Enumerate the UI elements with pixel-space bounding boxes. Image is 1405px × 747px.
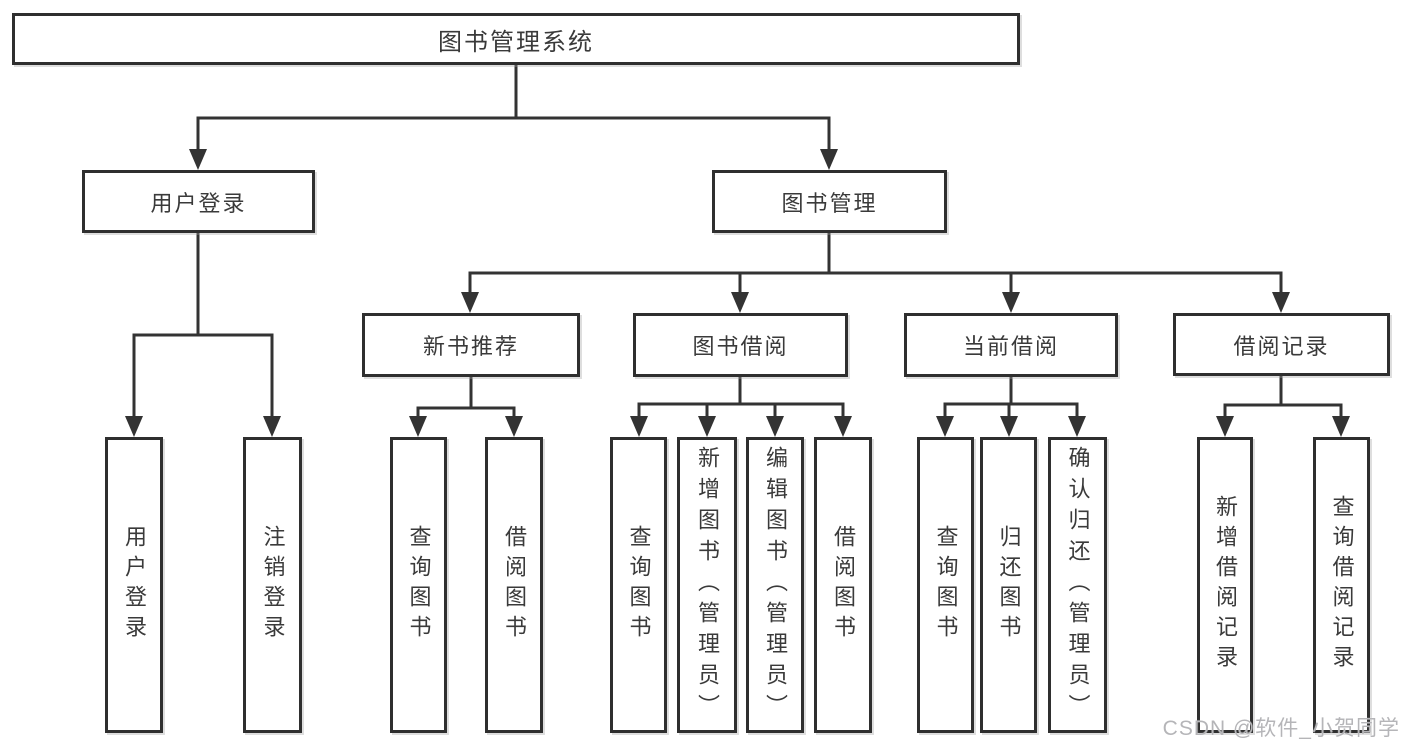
leaf-add-borrow-record: 新增借阅记录 [1197,437,1253,733]
node-label: 新增借阅记录 [1213,495,1238,675]
leaf-add-book-admin: 新增图书（管理员） [677,437,737,733]
node-label: 查询图书 [626,525,652,645]
node-user-login: 用户登录 [82,170,315,233]
node-book-management: 图书管理 [712,170,947,233]
leaf-query-books-borrowing: 查询图书 [610,437,667,733]
node-label: 借阅记录 [1233,333,1330,359]
node-label: 用户登录 [122,525,147,645]
node-current-borrowing: 当前借阅 [904,313,1118,377]
node-label: 用户登录 [150,190,247,216]
node-label: 编辑图书（管理员） [763,445,788,725]
leaf-user-login: 用户登录 [105,437,163,733]
leaf-query-books-current: 查询图书 [917,437,974,733]
node-label: 归还图书 [996,525,1022,645]
node-label: 图书借阅 [692,334,789,359]
leaf-logout: 注销登录 [243,437,302,733]
node-borrowing-records: 借阅记录 [1173,313,1390,376]
node-book-borrowing: 图书借阅 [633,313,848,377]
node-label: 借阅图书 [831,525,856,645]
leaf-query-borrow-record: 查询借阅记录 [1313,437,1370,733]
node-label: 借阅图书 [502,525,527,645]
leaf-query-books-recommend: 查询图书 [390,437,447,733]
node-label: 查询图书 [406,525,432,645]
node-label: 图书管理系统 [438,28,594,56]
leaf-edit-book-admin: 编辑图书（管理员） [746,437,804,733]
node-root: 图书管理系统 [12,13,1020,65]
node-label: 图书管理 [781,190,878,216]
leaf-borrow-books-borrowing: 借阅图书 [814,437,872,733]
leaf-borrow-books-recommend: 借阅图书 [485,437,543,733]
node-label: 查询借阅记录 [1329,495,1355,675]
node-label: 当前借阅 [962,334,1059,359]
node-label: 查询图书 [933,525,959,645]
node-label: 新书推荐 [422,334,519,359]
node-label: 确认归还（管理员） [1065,445,1091,725]
leaf-confirm-return-admin: 确认归还（管理员） [1048,437,1107,733]
node-label: 注销登录 [260,525,286,645]
leaf-return-book: 归还图书 [980,437,1037,733]
node-label: 新增图书（管理员） [695,445,720,725]
node-new-book-recommendation: 新书推荐 [362,313,580,377]
